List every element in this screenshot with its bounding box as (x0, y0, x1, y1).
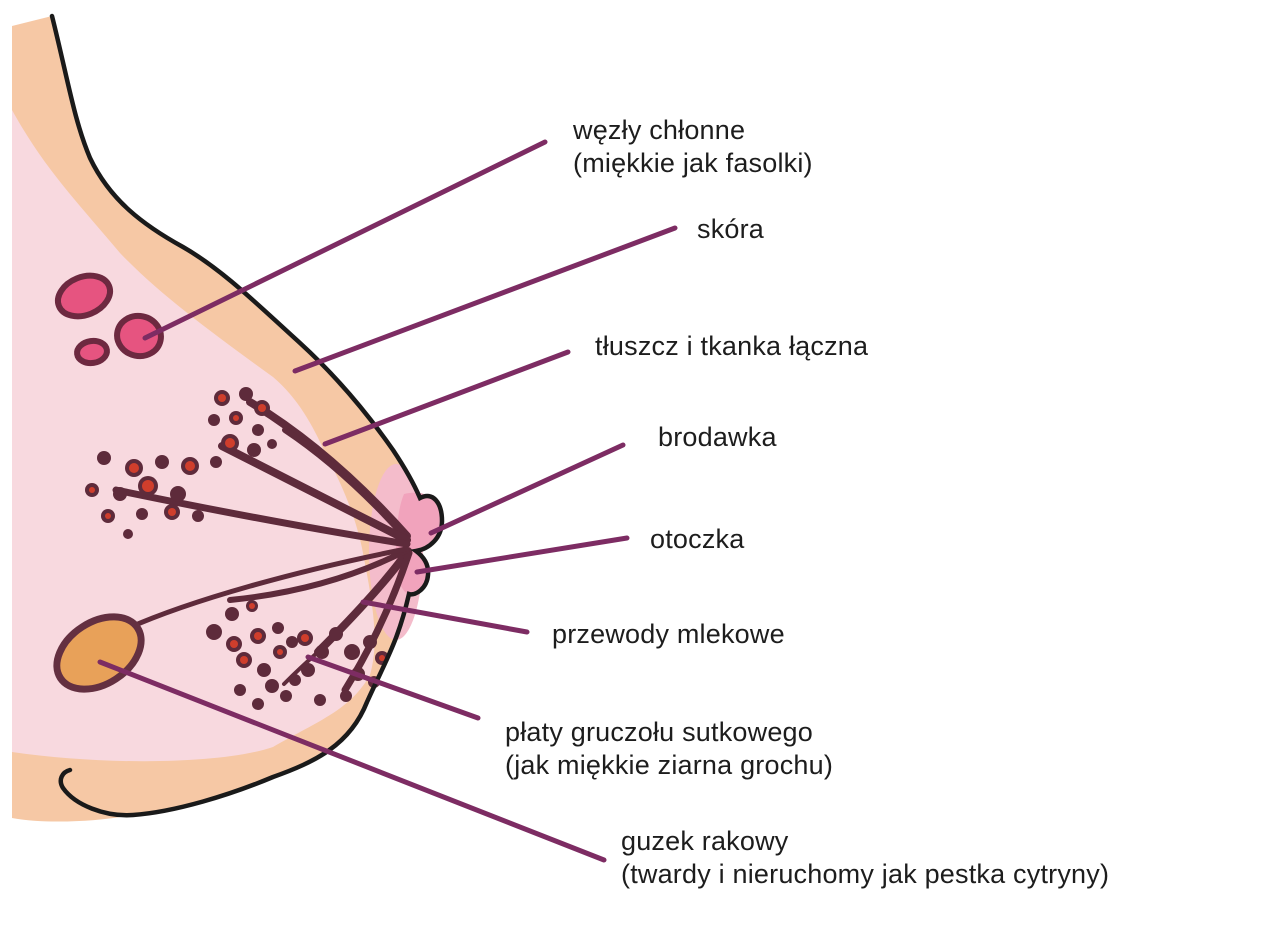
leader-line-przewody-mlekowe (360, 599, 530, 635)
leader-line-brodawka (428, 442, 626, 536)
label-otoczka: otoczka (650, 524, 745, 554)
nipple (396, 492, 442, 595)
milk-ducts (112, 398, 413, 694)
label-skora: skóra (697, 214, 765, 244)
label-przewody-mlekowe: przewody mlekowe (552, 619, 785, 649)
label-brodawka: brodawka (658, 422, 777, 452)
label-wezly-chlonne: węzły chłonne(miękkie jak fasolki) (572, 115, 813, 178)
label-platy-gruczolu-sutkowego: płaty gruczołu sutkowego(jak miękkie zia… (505, 717, 833, 780)
lymph-nodes (54, 272, 164, 367)
fat-connective-tissue (12, 110, 375, 762)
breast-outline (49, 13, 445, 818)
label-guzek-rakowy: guzek rakowy(twardy i nieruchomy jak pes… (621, 826, 1109, 889)
label-tluszcz-i-tkanka-laczna: tłuszcz i tkanka łączna (595, 331, 869, 361)
labels-layer: węzły chłonne(miękkie jak fasolki) skóra t… (97, 115, 1109, 889)
leader-line-tluszcz-i-tkanka-laczna (322, 349, 571, 447)
leader-line-guzek-rakowy (97, 659, 607, 863)
leader-line-platy-gruczolu-sutkowego (305, 654, 481, 721)
leader-line-otoczka (414, 535, 630, 575)
leader-line-skora (292, 225, 678, 374)
leader-line-wezly-chlonne (142, 139, 548, 341)
